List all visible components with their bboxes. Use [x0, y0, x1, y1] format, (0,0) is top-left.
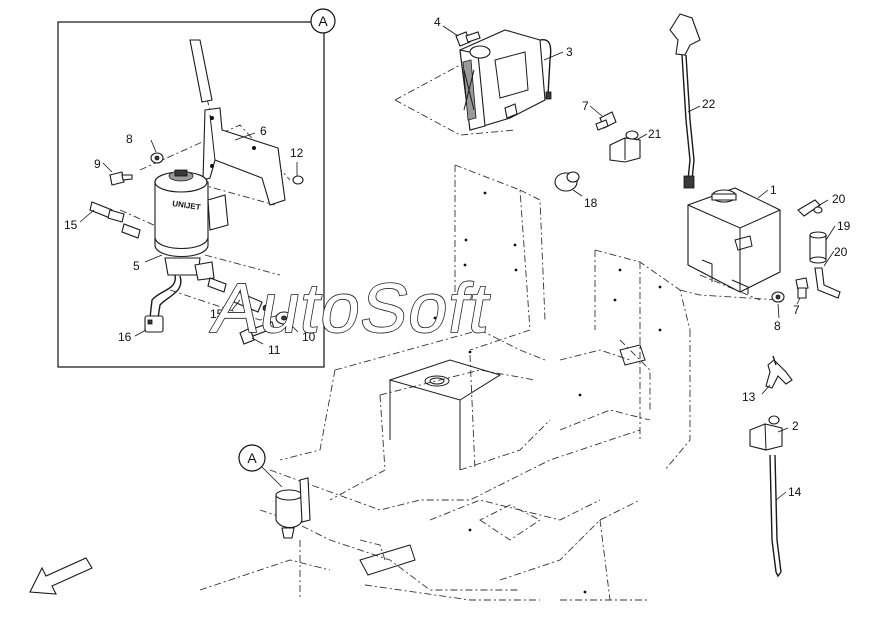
callout-9: 9 [94, 157, 101, 171]
inline-filter-part-19 [809, 231, 827, 264]
clip-part-21 [609, 130, 641, 163]
spray-gun-part-22 [669, 13, 701, 189]
callout-22: 22 [702, 97, 716, 111]
fitting-part-15-upper [89, 201, 141, 239]
callout-labels: 8 9 6 12 15 5 15 16 11 10 4 3 7 21 18 22… [64, 15, 851, 499]
harness-connector-part-16 [144, 274, 182, 333]
direction-arrow-icon [29, 557, 93, 595]
callout-8-inset: 8 [126, 132, 133, 146]
callout-21: 21 [648, 127, 662, 141]
callout-14: 14 [788, 485, 802, 499]
tank-part-1 [687, 187, 781, 294]
callout-4: 4 [434, 15, 441, 29]
washer-part-8-inset [150, 152, 164, 164]
detail-inset-frame [57, 21, 325, 368]
detail-marker-inset: A [310, 8, 336, 34]
callout-13: 13 [742, 390, 756, 404]
machine-frame [199, 64, 781, 601]
callout-15-upper: 15 [64, 218, 78, 232]
callout-12: 12 [290, 146, 304, 160]
hose-part-20-upper [797, 199, 823, 217]
callout-15-lower: 15 [210, 307, 224, 321]
hose-part-20-lower [814, 267, 841, 299]
callout-18: 18 [584, 196, 598, 210]
callout-3: 3 [566, 45, 573, 59]
callout-20-upper: 20 [832, 192, 846, 206]
nut-part-12 [292, 175, 304, 185]
fuel-filter-part-5: UNIJET [154, 169, 229, 281]
callout-11: 11 [268, 343, 281, 357]
callout-7-right: 7 [793, 303, 800, 317]
fitting-part-15-lower [207, 277, 270, 313]
bolt-part-7-right [795, 277, 809, 299]
callout-5: 5 [133, 259, 140, 273]
bolt-part-9 [109, 171, 133, 186]
detail-marker-machine-letter: A [247, 450, 257, 466]
callout-7-upper: 7 [582, 99, 589, 113]
callout-20-lower: 20 [834, 245, 848, 259]
nozzle-part-13 [765, 355, 793, 389]
callout-10: 10 [302, 330, 316, 344]
autosoft-watermark: AutoSoft [207, 268, 497, 346]
reservoir-part-3 [459, 29, 552, 131]
bolt-part-4 [455, 31, 481, 47]
bolt-part-11 [239, 321, 275, 345]
leader-lines [79, 25, 836, 501]
washer-part-10 [275, 311, 293, 325]
callout-6: 6 [260, 124, 267, 138]
detail-marker-inset-letter: A [318, 13, 328, 29]
washer-part-8-right [771, 291, 785, 303]
detail-marker-machine: A [238, 444, 266, 472]
callout-2: 2 [792, 419, 799, 433]
callout-8-right: 8 [774, 319, 781, 333]
filter-on-machine [275, 477, 311, 539]
callout-1: 1 [770, 183, 777, 197]
clip-part-2 [749, 415, 783, 451]
callout-19: 19 [837, 219, 851, 233]
callout-16: 16 [118, 330, 132, 344]
bracket-plate-part-6 [189, 39, 286, 206]
cap-part-18 [554, 171, 580, 192]
bolt-part-7-upper [595, 111, 617, 131]
lance-part-14 [769, 454, 782, 578]
filter-brand-label: UNIJET [172, 199, 202, 212]
